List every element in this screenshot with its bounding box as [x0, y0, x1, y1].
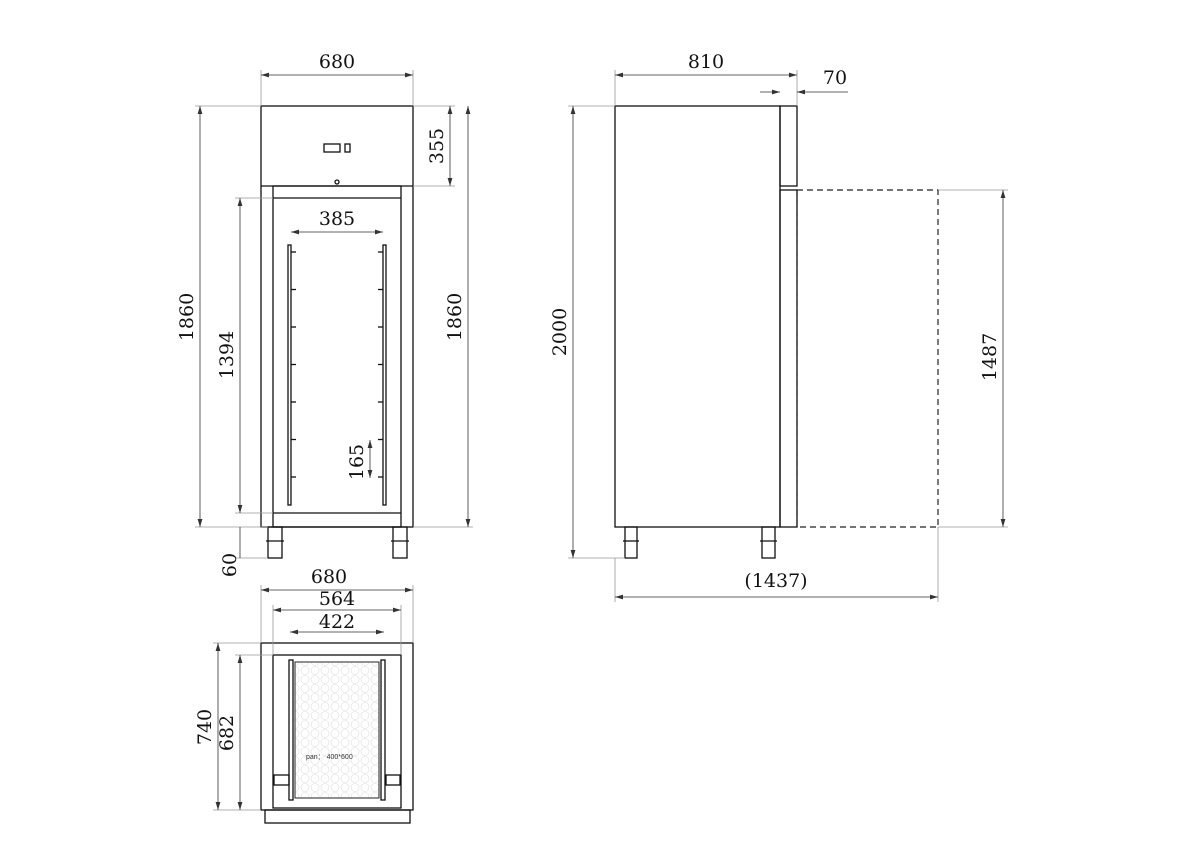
side-door: [779, 189, 798, 528]
dim-front-height-left: 1860: [176, 293, 198, 341]
dim-leg-height: 60: [219, 553, 241, 577]
dim-inner-height: 1394: [216, 331, 238, 379]
dim-top-panel: 355: [426, 128, 448, 164]
door-bottom: [264, 809, 411, 824]
control-display-icon: [323, 143, 341, 153]
dim-front-width: 680: [319, 51, 355, 73]
dim-top-outer-width: 680: [311, 566, 347, 588]
dim-inner-width: 385: [319, 208, 355, 230]
dim-top-inner-depth: 682: [216, 715, 238, 751]
dim-depth-door-open: (1437): [744, 570, 807, 592]
top-view: pan： 400*600 680 564 422 740 682: [194, 566, 414, 824]
front-view: 680 1860 1394 60 355 1860 385 165: [176, 51, 473, 577]
side-body: [614, 105, 781, 528]
dim-door-height: 1487: [979, 333, 1001, 381]
control-button-icon: [344, 143, 351, 153]
top-inner: [272, 654, 402, 809]
cabinet-body: [260, 105, 414, 528]
dim-top-outer-depth: 740: [194, 709, 216, 745]
dim-top-inner-width: 564: [319, 588, 355, 610]
dim-shelf-pitch: 165: [346, 444, 368, 480]
pan-label: pan： 400*600: [306, 754, 353, 761]
leg: [761, 526, 776, 559]
leg: [624, 526, 638, 559]
leg: [392, 526, 408, 559]
dim-total-height: 2000: [549, 308, 571, 356]
lock-icon: [334, 179, 340, 185]
dim-front-height-right: 1860: [444, 293, 466, 341]
shelf-rails: [287, 244, 387, 506]
pan: [294, 661, 380, 799]
door-frame: [272, 185, 402, 528]
leg: [267, 526, 283, 559]
dim-door-thickness: 70: [823, 67, 847, 89]
dim-rail-width: 422: [319, 611, 355, 633]
door-swing-outline: [796, 189, 939, 528]
dim-depth: 810: [688, 51, 724, 73]
side-view: 810 70 2000 1487 (1437): [549, 51, 1008, 602]
